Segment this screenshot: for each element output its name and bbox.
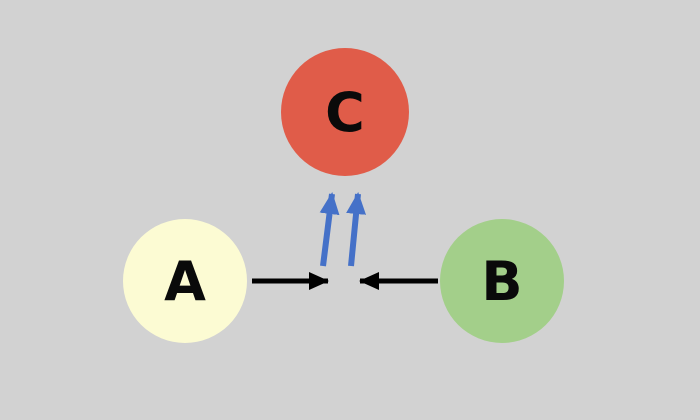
blue-arrow-right-to-c — [346, 192, 367, 267]
node-c-circle — [281, 48, 409, 176]
node-a-circle — [123, 219, 247, 343]
node-b-circle — [440, 219, 564, 343]
blue-arrow-left-to-c — [319, 192, 340, 267]
